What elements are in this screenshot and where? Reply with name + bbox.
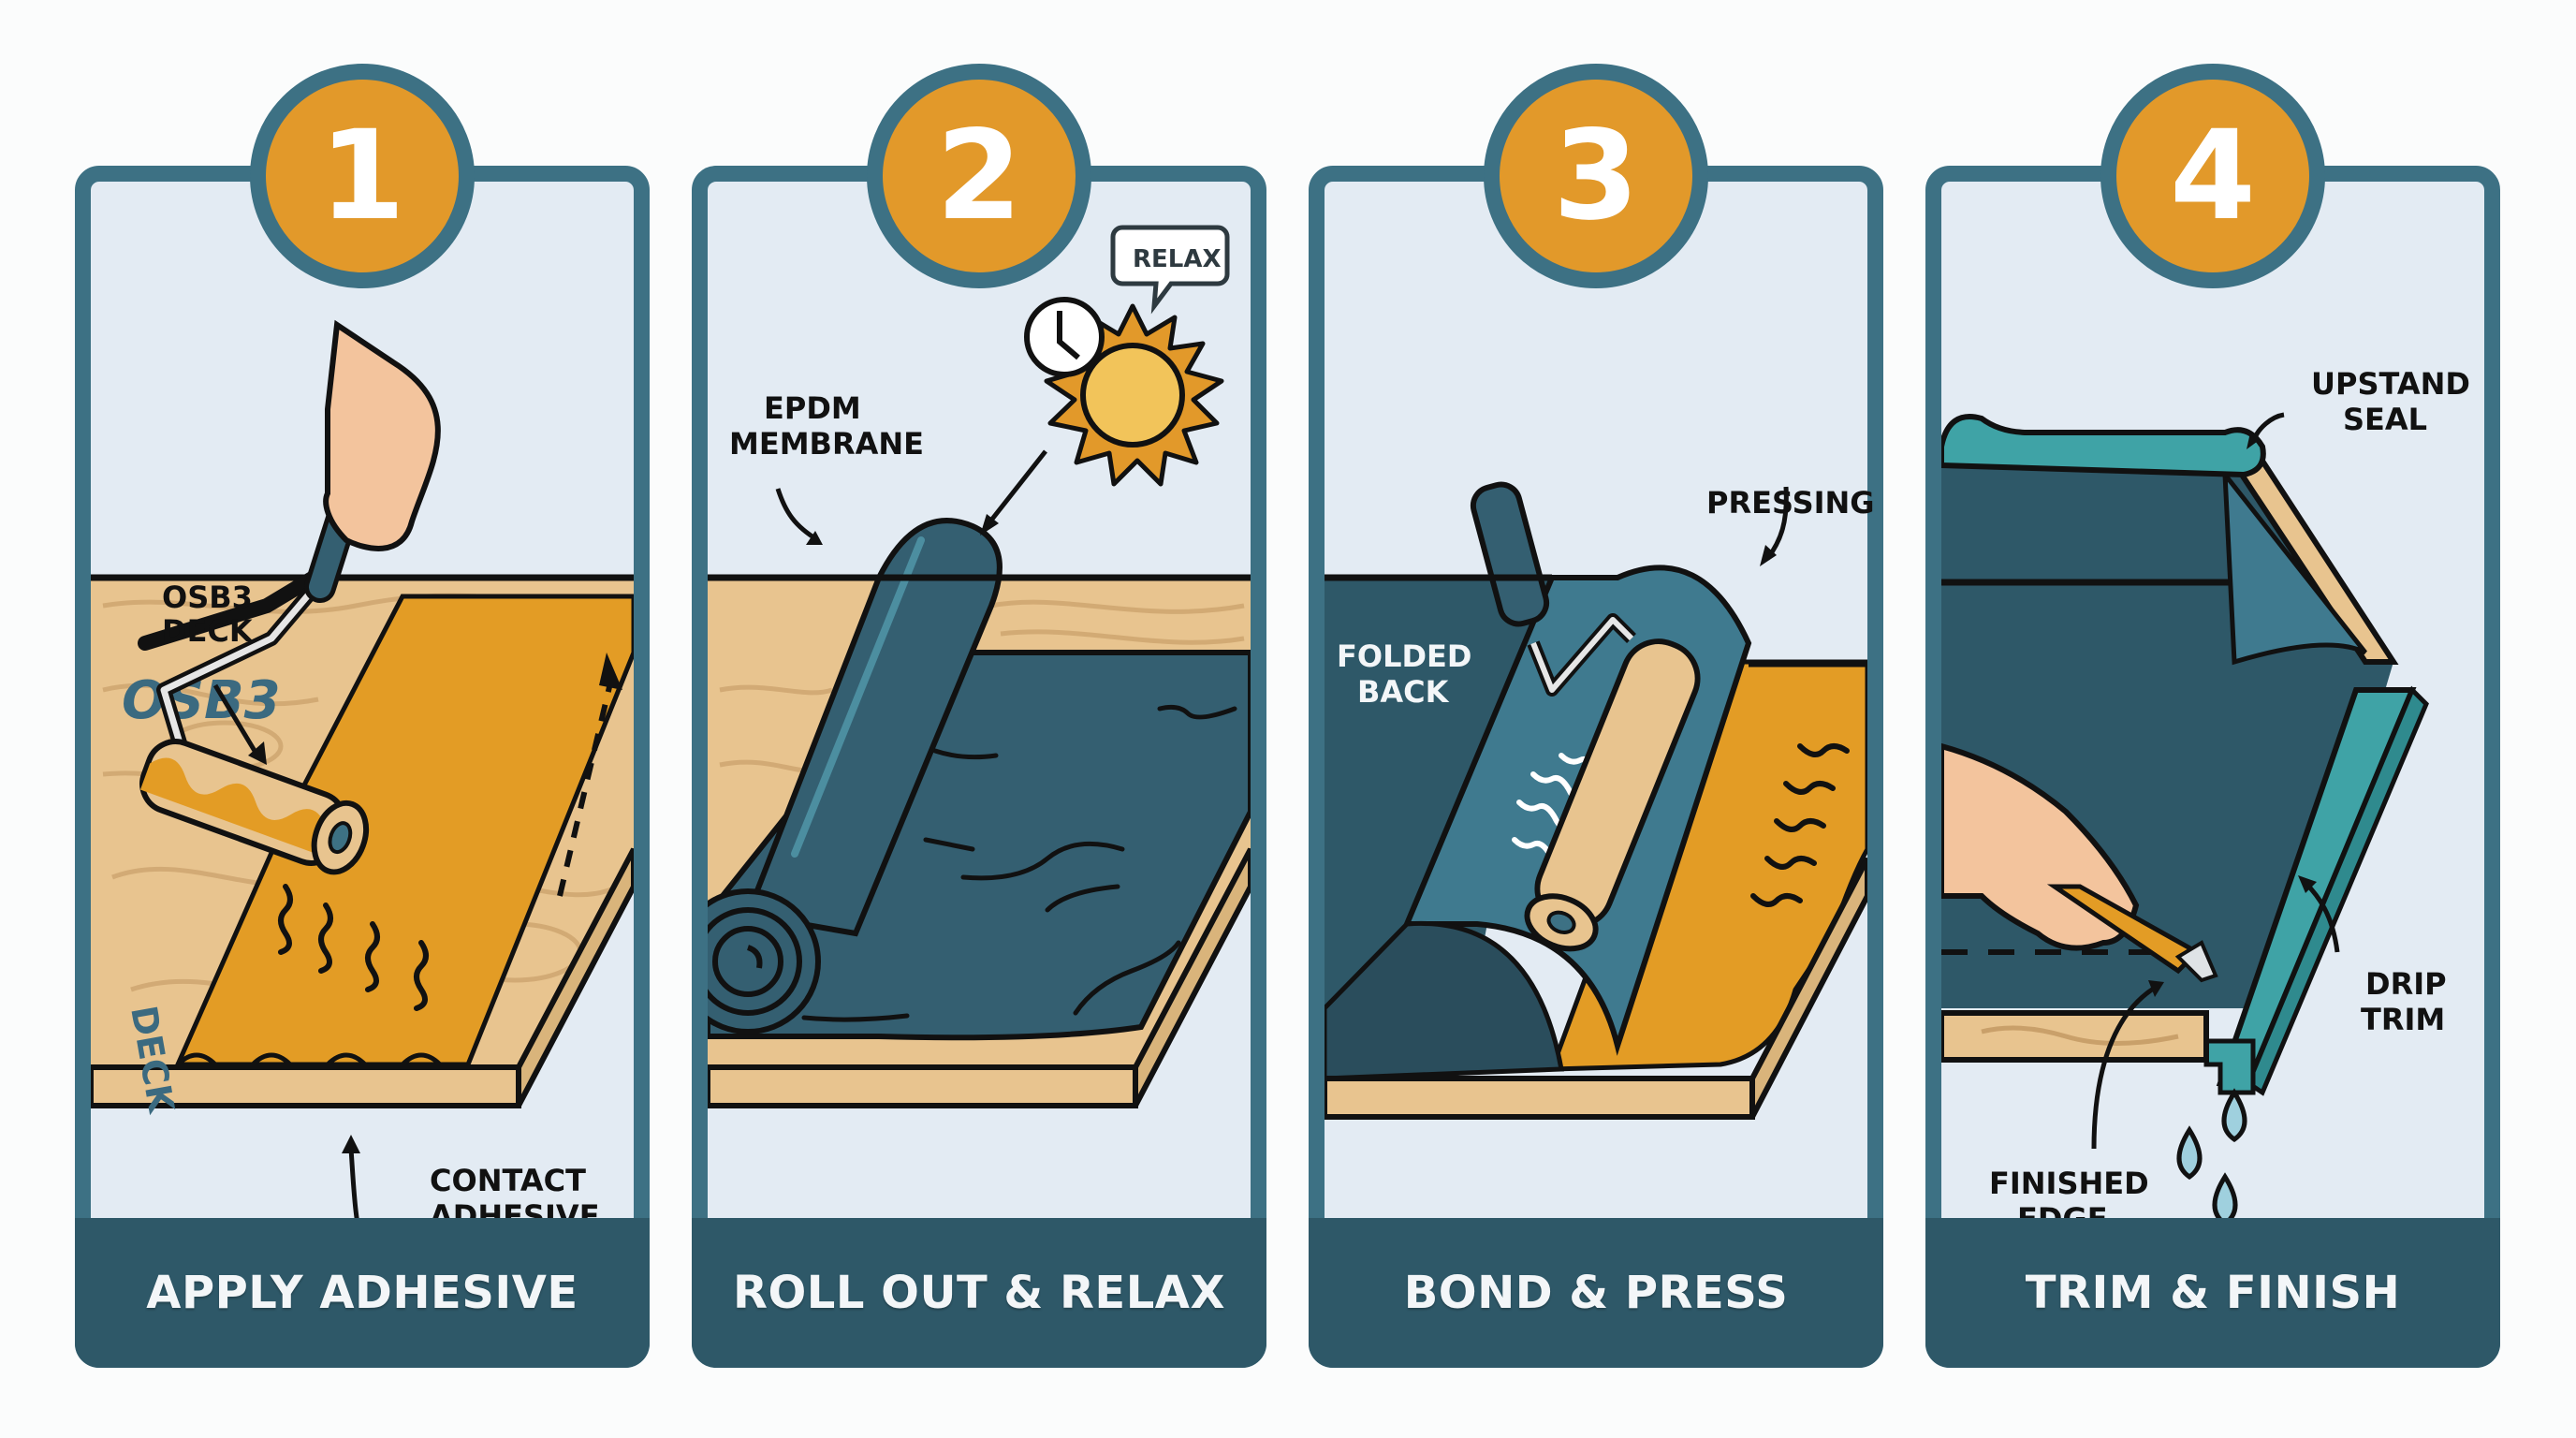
step-number: 4 [2170,104,2256,248]
callout-contact-adhesive-line1: CONTACT [430,1163,586,1198]
step-title-bar: APPLY ADHESIVE [75,1218,650,1368]
pressure-roller [1470,481,1701,952]
apply-adhesive-illustration: OSB3 DECK [91,319,634,1234]
step-card-2: RELAX EPDM MEMBRANE ROLL OUT & RELAX [692,166,1266,1368]
step-title-bar: ROLL OUT & RELAX [692,1218,1266,1368]
step-title: TRIM & FINISH [2025,1267,2401,1319]
relax-label: RELAX [1133,245,1222,273]
step-number-badge-4: 4 [2100,64,2325,288]
step-title-bar: TRIM & FINISH [1925,1218,2500,1368]
membrane-roll [743,518,1003,937]
clock-icon [1024,297,1105,377]
step-number-badge-2: 2 [867,64,1091,288]
roll-end-spiral [708,888,821,1034]
step-number-badge-1: 1 [250,64,475,288]
step-title-bar: BOND & PRESS [1309,1218,1883,1368]
step-title: ROLL OUT & RELAX [733,1267,1225,1319]
callout-folded-back-line2: BACK [1357,674,1450,710]
callout-upstand-seal-line1: UPSTAND [2311,366,2470,402]
step-number: 2 [936,104,1022,248]
callout-epdm-line1: EPDM [764,390,861,426]
upstand-seal [1941,414,2266,478]
step-title: APPLY ADHESIVE [146,1267,578,1319]
callout-folded-back-line1: FOLDED [1337,638,1471,674]
step-card-4: UPSTAND SEAL DRIP TRIM FINISHED EDGE TRI… [1925,166,2500,1368]
callout-drip-trim-line2: TRIM [2361,1002,2445,1037]
callout-upstand-seal-line2: SEAL [2343,402,2427,437]
step-title: BOND & PRESS [1403,1267,1789,1319]
relax-speech-bubble: RELAX [1110,225,1230,315]
bond-press-illustration: FOLDED BACK PRESSING [1325,481,1875,1120]
water-drops [2176,1088,2247,1218]
hand [323,319,441,551]
callout-osb3-deck-line1: OSB3 [162,580,253,615]
callout-epdm-line2: MEMBRANE [729,426,924,462]
trim-finish-illustration: UPSTAND SEAL DRIP TRIM FINISHED EDGE [1941,366,2470,1237]
step-card-1: OSB3 DECK [75,166,650,1368]
step-card-3: FOLDED BACK PRESSING BOND & PRESS [1309,166,1883,1368]
callout-osb3-deck-line2: DECK [162,613,254,649]
step-number: 3 [1553,104,1639,248]
callout-finished-edge-line1: FINISHED [1989,1166,2149,1201]
utility-knife-icon [2046,884,2218,983]
roll-out-relax-illustration: RELAX EPDM MEMBRANE [708,225,1251,1108]
step-number-badge-3: 3 [1484,64,1708,288]
callout-drip-trim-line1: DRIP [2365,966,2447,1002]
press-arrows [1750,743,1850,907]
callout-pressing: PRESSING [1706,485,1875,521]
step-number: 1 [319,104,405,248]
